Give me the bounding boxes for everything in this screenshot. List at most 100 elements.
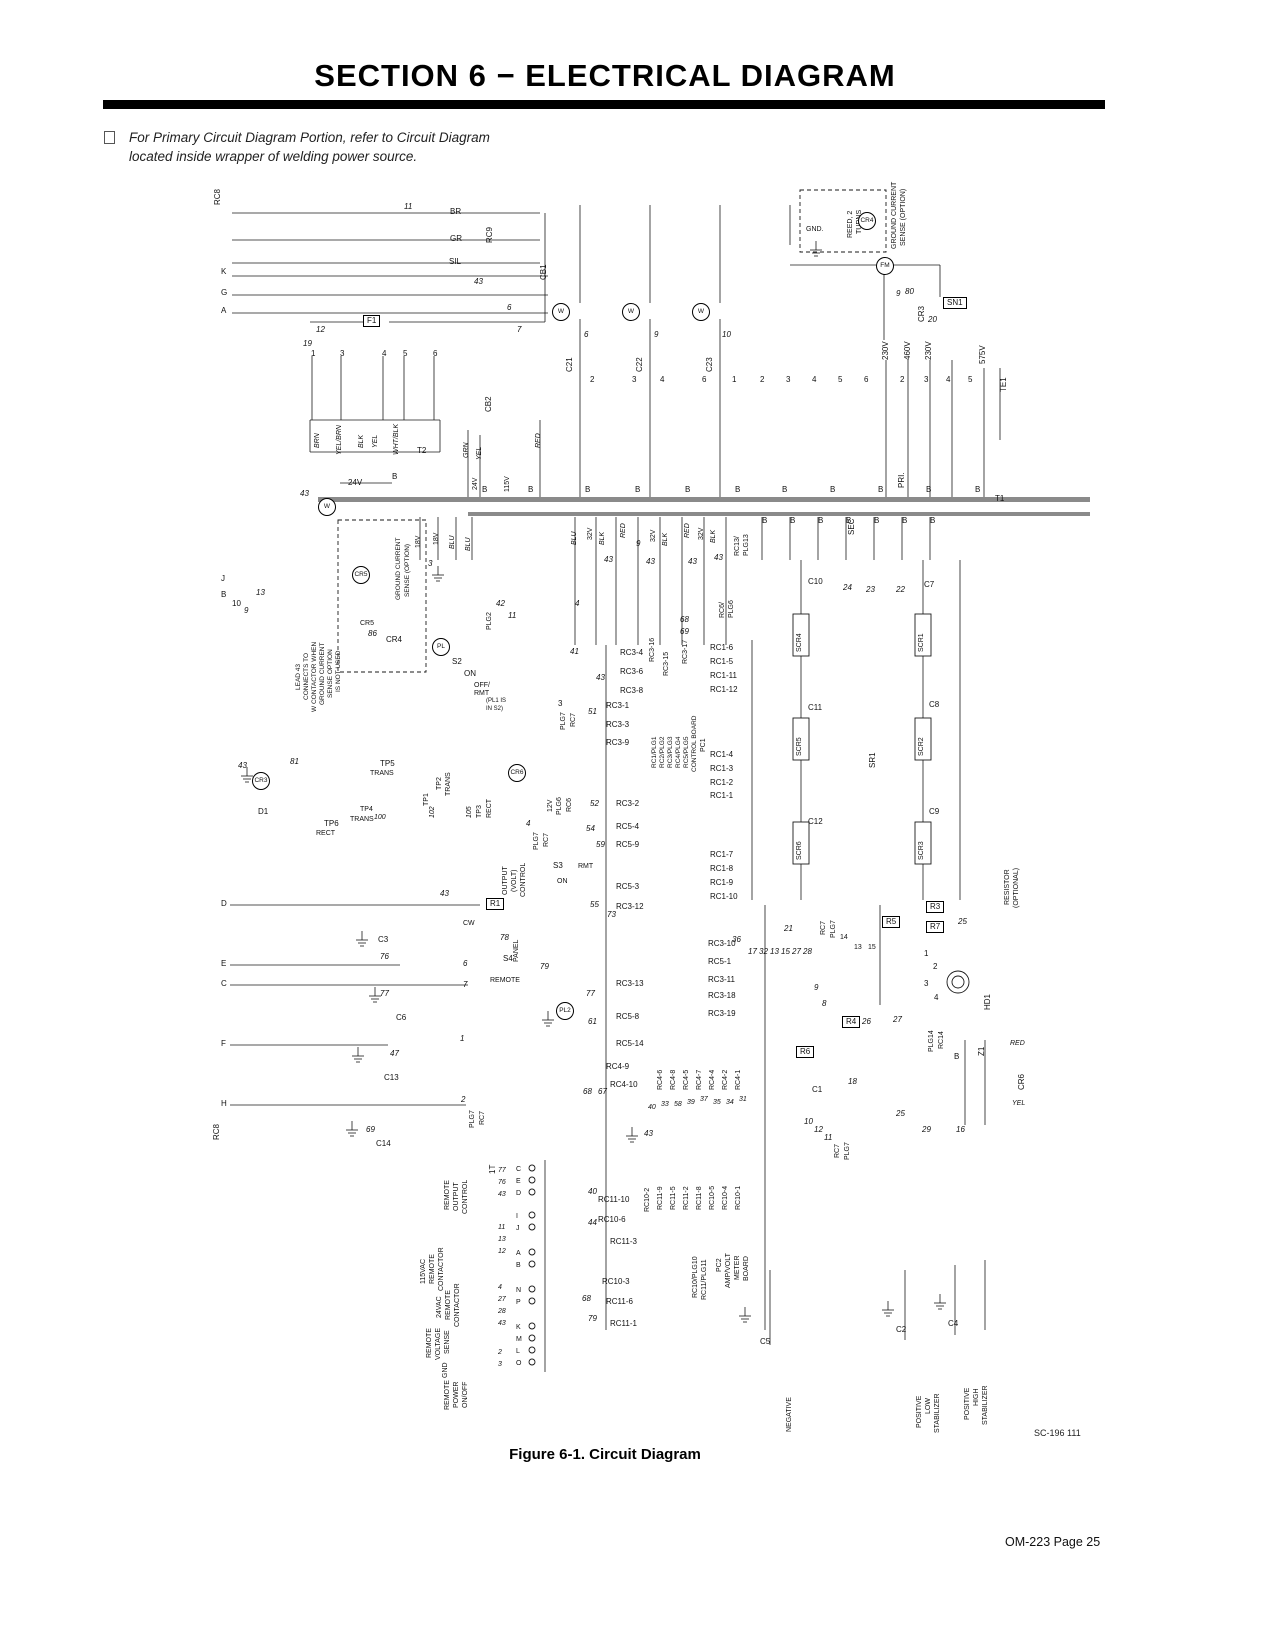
diagram-label: 80 — [905, 287, 914, 296]
diagram-label: 69 — [366, 1125, 375, 1134]
diagram-label: TP2 — [436, 777, 443, 790]
diagram-label: B — [221, 590, 227, 599]
diagram-label: 61 — [588, 1017, 597, 1026]
diagram-label: C21 — [565, 357, 574, 372]
diagram-label: RED — [535, 433, 542, 448]
diagram-label: REMOTE — [429, 1254, 436, 1284]
diagram-label: 2 — [498, 1349, 502, 1356]
diagram-label: 68 — [582, 1294, 591, 1303]
diagram-label: 100 — [374, 814, 386, 821]
diagram-label: RC5-1 — [708, 957, 732, 966]
diagram-label: ON — [557, 878, 568, 885]
diagram-label: 36 — [732, 935, 741, 944]
diagram-label: HIGH — [973, 1388, 980, 1407]
diagram-label: 40 — [588, 1187, 597, 1196]
diagram-label: RC1-9 — [710, 878, 734, 887]
diagram-label: B — [818, 516, 824, 525]
diagram-label: GRN — [463, 442, 470, 458]
diagram-label: 24V — [472, 477, 479, 490]
diagram-label: A — [516, 1250, 521, 1257]
diagram-label: SCR1 — [918, 633, 925, 652]
diagram-label: RC3-8 — [620, 686, 644, 695]
diagram-label: BLK — [710, 529, 717, 543]
diagram-label: 10 — [804, 1117, 813, 1126]
diagram-label: 105 — [466, 806, 473, 818]
diagram-label: RECT — [316, 830, 336, 837]
diagram-label: RC11-9 — [657, 1186, 664, 1210]
figure-caption: Figure 6-1. Circuit Diagram — [509, 1446, 701, 1463]
diagram-label: 69 — [680, 627, 689, 636]
diagram-label: 4 — [498, 1284, 502, 1291]
diagram-label: PLG7 — [560, 712, 567, 730]
diagram-label: 9 — [896, 289, 901, 298]
diagram-label: RC4-6 — [657, 1069, 664, 1090]
diagram-label: 32V — [650, 529, 657, 542]
diagram-label: E — [516, 1178, 521, 1185]
diagram-label: B — [482, 485, 488, 494]
diagram-label: OUTPUT — [453, 1182, 460, 1211]
diagram-label: B — [735, 485, 741, 494]
diagram-label: C1 — [812, 1085, 823, 1094]
diagram-label: AMP/VOLT — [725, 1253, 732, 1288]
diagram-label: B — [926, 485, 932, 494]
diagram-label: BR — [450, 207, 462, 216]
diagram-label: (VOLT) — [511, 869, 518, 892]
diagram-label: 6 — [463, 959, 468, 968]
diagram-label: 11 — [508, 611, 517, 620]
diagram-label: 4 — [575, 599, 580, 608]
diagram-label: CB2 — [484, 396, 493, 412]
diagram-label: PANEL — [513, 939, 520, 962]
diagram-label: 1T — [488, 1164, 497, 1174]
diagram-label: 19 — [303, 339, 312, 348]
diagram-label: 23 — [866, 585, 875, 594]
diagram-label: 32V — [587, 527, 594, 540]
diagram-label: 59 — [596, 840, 605, 849]
diagram-label: LOW — [925, 1398, 932, 1414]
diagram-label: GROUND CURRENT — [891, 181, 898, 249]
diagram-label: T1 — [995, 494, 1005, 503]
diagram-label: W — [692, 303, 710, 321]
diagram-label: 32V — [698, 527, 705, 540]
diagram-label: RC3-18 — [708, 991, 736, 1000]
diagram-label: RC1-11 — [710, 671, 737, 680]
diagram-label: S4 — [503, 954, 513, 963]
diagram-label: 43 — [238, 761, 247, 770]
diagram-label: R1 — [486, 898, 505, 910]
diagram-label: SCR3 — [918, 841, 925, 860]
diagram-label: 3 — [428, 559, 433, 568]
diagram-label: POSITIVE — [916, 1395, 923, 1428]
diagram-label: IS NOT USED — [335, 650, 342, 692]
diagram-label: BLK — [599, 531, 606, 545]
diagram-label: RC6/ — [719, 602, 726, 618]
diagram-label: 2 — [461, 1095, 466, 1104]
diagram-label: 40 — [648, 1104, 656, 1111]
diagram-label: B — [975, 485, 981, 494]
diagram-label: 24VAC — [436, 1296, 443, 1318]
diagram-label: TP1 — [423, 793, 430, 806]
diagram-label: J — [516, 1225, 520, 1232]
diagram-label: RED — [1010, 1040, 1025, 1047]
diagram-label: C4 — [948, 1319, 959, 1328]
diagram-label: TP6 — [324, 819, 339, 828]
diagram-label: C14 — [376, 1139, 391, 1148]
diagram-label: RC11-2 — [683, 1186, 690, 1210]
diagram-label: W CONTACTOR WHEN — [311, 641, 318, 712]
diagram-label: 11 — [824, 1133, 833, 1142]
diagram-label: SCR6 — [796, 841, 803, 860]
diagram-label: RC7 — [570, 712, 577, 727]
diagram-label: PLG14 — [928, 1030, 935, 1052]
diagram-label: PLG2 — [486, 612, 493, 630]
diagram-label: B — [830, 485, 836, 494]
diagram-label: SENSE (OPTION) — [404, 543, 411, 597]
diagram-label: RC11-5 — [670, 1186, 677, 1210]
diagram-label: I — [516, 1213, 518, 1220]
diagram-label: YEL/BRN — [336, 425, 343, 455]
doc-ref: SC-196 111 — [1034, 1428, 1081, 1438]
diagram-label: RC4-9 — [606, 1062, 630, 1071]
diagram-label: 20 — [928, 315, 937, 324]
diagram-label: RC1-2 — [710, 778, 734, 787]
diagram-label: 14 — [840, 934, 848, 941]
diagram-label: 29 — [922, 1125, 931, 1134]
diagram-label: RC10-3 — [602, 1277, 630, 1286]
diagram-label: J — [221, 574, 225, 583]
